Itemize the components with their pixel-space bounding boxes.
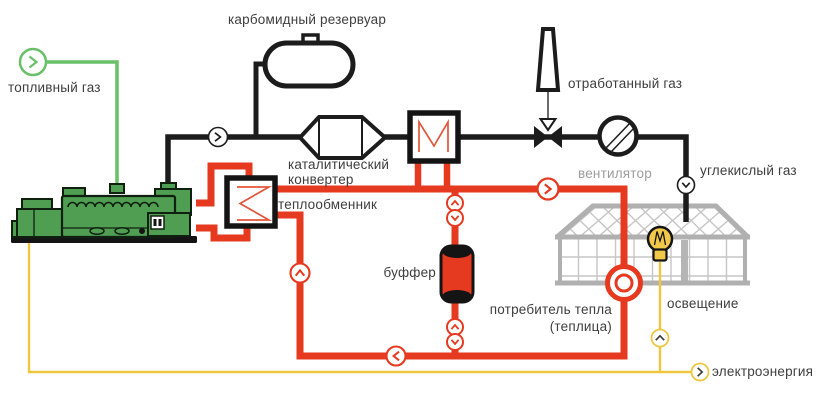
pump-icon: [446, 194, 464, 227]
buffer-tank-icon: [439, 244, 475, 304]
engine-coolant-supply-pipe: [196, 162, 253, 207]
chevron-right-icon: [28, 55, 39, 69]
catalytic-converter-icon: [298, 115, 387, 160]
radiator-icon: [605, 264, 643, 302]
urea-tank-label: карбомидный резервуар: [228, 12, 387, 27]
exhaust-gas-label: отработанный газ: [568, 76, 683, 91]
electricity-flow-marker: [690, 362, 710, 382]
chevron-down-icon: [681, 182, 691, 189]
chevron-down-icon: [450, 215, 460, 222]
chevron-up-icon: [450, 199, 460, 206]
engine-coolant-return-pipe: [196, 222, 251, 242]
return-flow-marker-up: [289, 262, 311, 284]
catalytic-converter-label-line1: каталитический: [288, 157, 390, 172]
catalytic-converter-label-line2: конвертер: [288, 172, 354, 187]
chevron-right-icon: [697, 367, 704, 377]
electricity-label: электроэнергия: [712, 364, 814, 379]
heating-components: [289, 177, 643, 367]
urea-tank-icon: [262, 33, 356, 89]
three-way-valve-icon: [534, 126, 562, 148]
co2-label: углекислый газ: [700, 163, 797, 178]
chevron-down-icon: [450, 339, 460, 346]
greenhouse-icon: [555, 203, 750, 286]
urea-feed-pipe: [253, 61, 265, 137]
heat-exchanger-label: теплообменник: [278, 197, 378, 212]
exhaust-flow-marker: [207, 126, 229, 148]
heating-loop-pipe: [276, 185, 628, 360]
fuel-gas-flow-marker: [18, 47, 48, 77]
chevron-right-icon: [544, 183, 553, 195]
electricity-line: [27, 241, 691, 374]
chimney-icon: [535, 27, 561, 132]
pump-icon: [446, 318, 464, 351]
light-bulb-icon: [646, 225, 674, 262]
heat-consumer-label-line2: (теплица): [549, 319, 612, 334]
chevron-up-icon: [655, 334, 665, 341]
engine-generator-icon: [11, 182, 197, 243]
return-flow-marker-left: [385, 345, 407, 367]
heat-consumer-label-line1: потребитель тепла: [489, 302, 612, 317]
buffer-label: буффер: [383, 265, 436, 280]
fuel-gas-circuit: [18, 47, 119, 191]
heat-exchanger-icon: [224, 175, 278, 229]
greenhouse-frame: [555, 203, 750, 286]
lighting-flow-marker: [650, 328, 670, 348]
flue-gas-heat-exchanger-icon: [407, 110, 461, 164]
co2-flow-marker: [676, 175, 696, 195]
greenhouse-vent-duct: [681, 240, 688, 283]
fuel-gas-line: [46, 60, 119, 191]
chevron-left-icon: [391, 350, 400, 362]
fuel-gas-label: топливный газ: [8, 80, 101, 95]
supply-flow-marker: [536, 177, 560, 201]
chevron-up-icon: [450, 323, 460, 330]
chevron-right-icon: [214, 132, 222, 142]
lighting-label: освещение: [667, 296, 739, 311]
fan-icon: [597, 115, 639, 157]
fan-label: вентилятор: [578, 166, 652, 181]
electricity-circuit: [27, 241, 710, 382]
chevron-up-icon: [294, 268, 306, 277]
